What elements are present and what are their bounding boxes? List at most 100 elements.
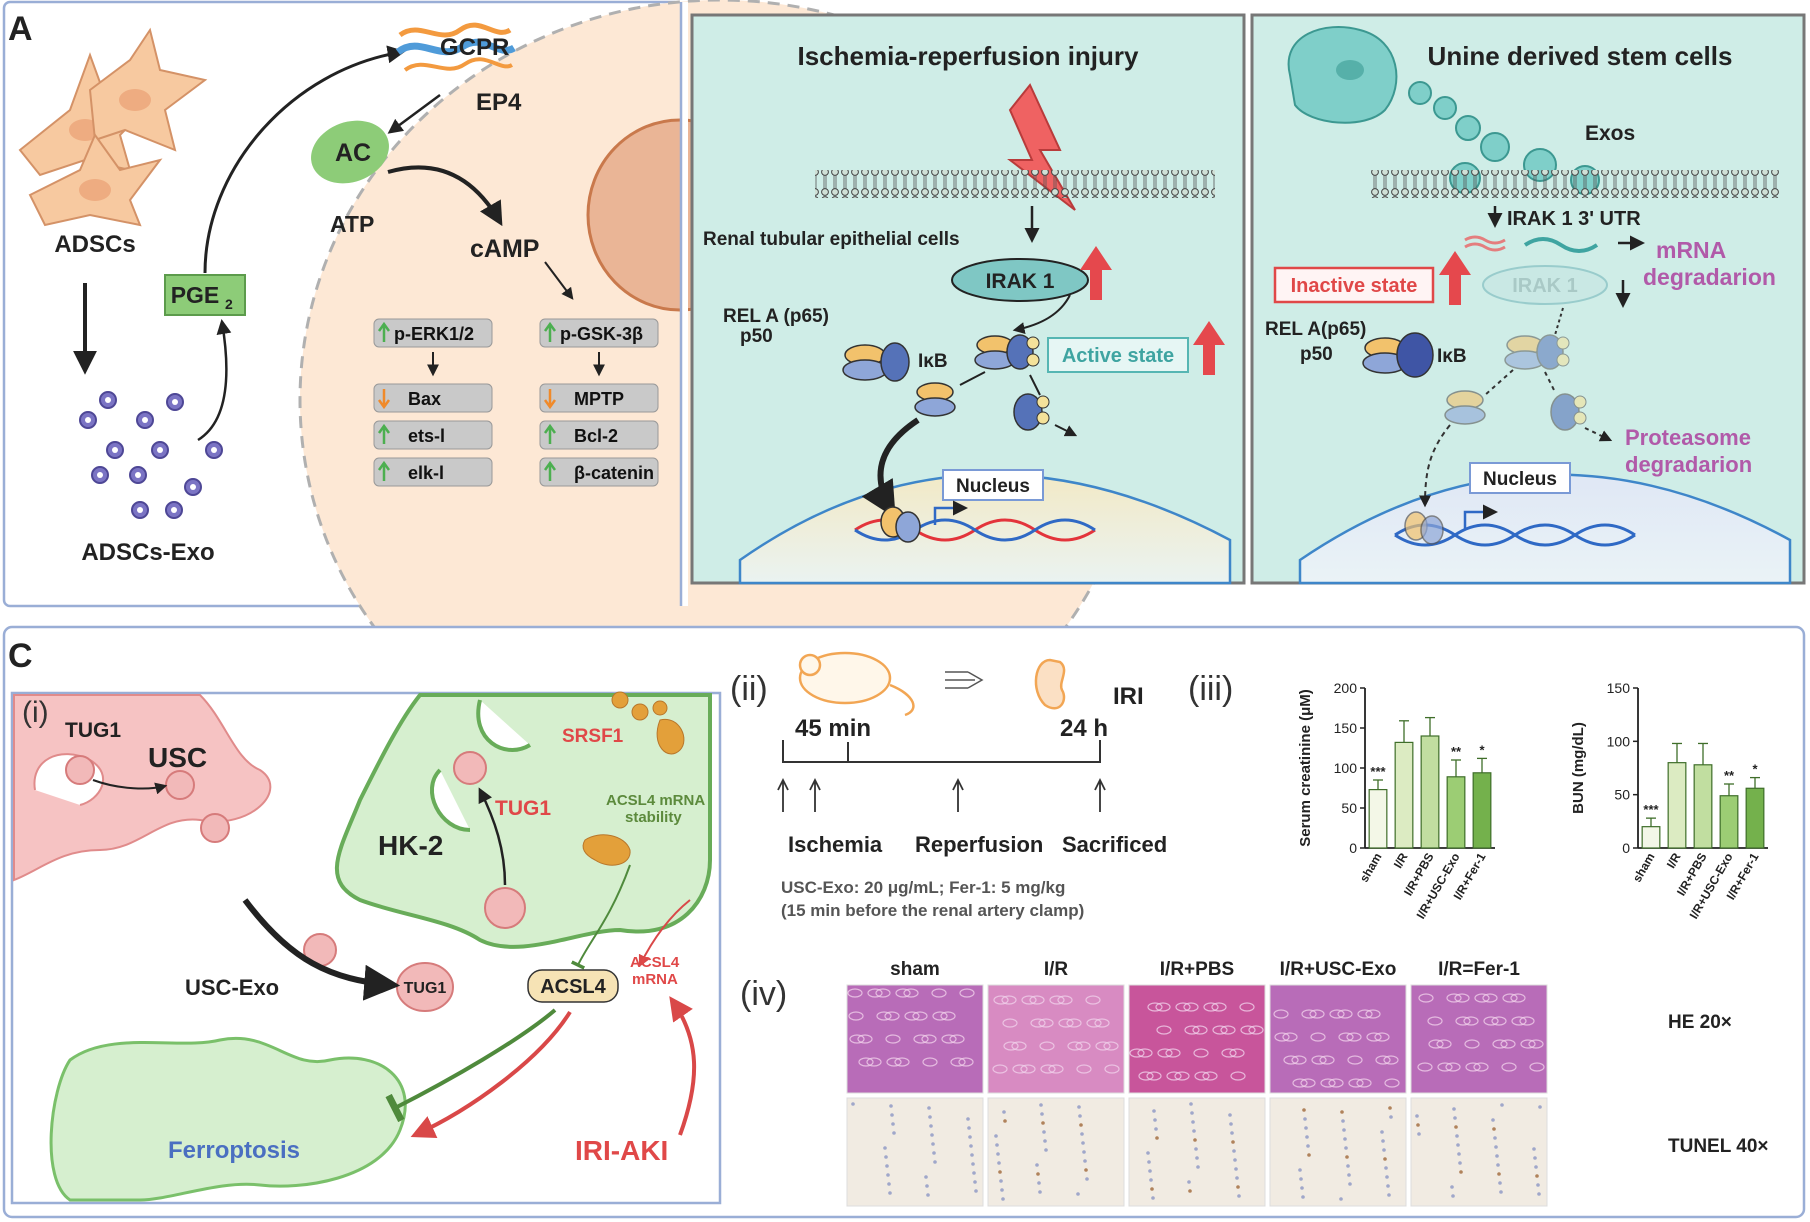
inactive-state-label: Inactive state <box>1291 275 1418 297</box>
tug1-ball-label: TUG1 <box>404 980 447 997</box>
free-ikb-icon <box>1013 393 1050 431</box>
camp-to-gsk-arrow <box>544 261 574 300</box>
ferroptosis-cell-shape <box>49 1036 407 1202</box>
ac-enzyme <box>311 120 389 184</box>
pathway-box <box>539 420 659 450</box>
irak1-label-right: IRAK 1 <box>1512 275 1578 297</box>
ikb-label-right: IκB <box>1437 346 1467 367</box>
ferroptosis-label: Ferroptosis <box>168 1137 300 1164</box>
dose-note-line2: (15 min before the renal artery clamp) <box>781 901 1084 920</box>
tunel-stain-image <box>1410 1097 1548 1207</box>
up-arrow-icon <box>543 423 557 444</box>
acsl4-mrna-line2: mRNA <box>632 971 678 988</box>
histology-column-label: I/R <box>1044 959 1069 980</box>
he-stain-image <box>987 984 1125 1094</box>
up-arrow-icon <box>377 423 391 444</box>
ikb-label-left: IκB <box>918 351 948 372</box>
he-stain-image <box>1269 984 1407 1094</box>
panel-c: C (i) TUG1 USC HK-2 TUG1 USC-Exo TUG1 SR… <box>2 625 1806 1219</box>
mirna-icon <box>1464 235 1506 252</box>
bar <box>1368 788 1388 849</box>
pathway-box <box>373 383 493 413</box>
phospho-complex-faded <box>1504 334 1570 370</box>
gcpr-label: GCPR <box>440 34 509 61</box>
tunel-stain-image <box>1269 1097 1407 1207</box>
pathway-box <box>373 420 493 450</box>
timeline-arrows <box>777 777 1106 812</box>
ischemia-label: Ischemia <box>788 832 883 857</box>
up-arrow-icon <box>543 321 557 342</box>
phospho-complex-icon <box>974 334 1040 370</box>
tunel-stain-image <box>987 1097 1125 1207</box>
y-axis-title: BUN (mg/dL) <box>1570 722 1587 814</box>
hk2-label: HK-2 <box>378 830 443 861</box>
pathway-label: ets-l <box>408 426 445 446</box>
exos-label: Exos <box>1585 122 1635 145</box>
camp-label: cAMP <box>470 235 539 263</box>
srsf1-label: SRSF1 <box>562 726 624 747</box>
pathway-label: p-GSK-3β <box>560 324 643 344</box>
bar <box>1641 826 1661 849</box>
panel-b: B Ischemia-reperfusion injury Renal tubu… <box>690 13 1806 585</box>
x-tick-label: I/R <box>1664 850 1684 871</box>
nucleus-label-left: Nucleus <box>956 476 1030 497</box>
significance-label: * <box>1752 762 1758 777</box>
down-arrow-icon <box>543 389 557 410</box>
tunel-stain-image <box>846 1097 984 1207</box>
kidney-icon <box>1034 658 1066 710</box>
histology-column-label: I/R+PBS <box>1160 959 1234 980</box>
mrna-strand-icon <box>1523 237 1599 253</box>
irak1-label-left: IRAK 1 <box>986 270 1055 293</box>
histology-column-label: I/R+USC-Exo <box>1280 959 1397 980</box>
acsl4-label: ACSL4 <box>540 976 606 998</box>
bar <box>1446 776 1466 849</box>
bar <box>1420 735 1440 849</box>
exosome-dots <box>79 391 223 519</box>
cell-membrane-left <box>815 170 1215 198</box>
pathway-label: p-ERK1/2 <box>394 324 474 344</box>
ci-label: (i) <box>22 696 49 729</box>
up-arrow-icon-2 <box>1193 321 1225 375</box>
bar <box>1693 764 1713 849</box>
y-axis-title: Serum creatinine (μM) <box>1297 689 1314 847</box>
sacrificed-label: Sacrificed <box>1062 832 1167 857</box>
pathway-label: MPTP <box>574 389 624 409</box>
pathway-box <box>539 383 659 413</box>
atp-to-camp-arrow <box>387 165 503 227</box>
histology-column-label: I/R=Fer-1 <box>1438 959 1520 980</box>
panel-a-gap <box>680 2 688 606</box>
ac-label: AC <box>335 139 371 167</box>
y-tick-label: 0 <box>1349 840 1357 856</box>
up-arrow-icon-3 <box>1439 251 1471 305</box>
bar <box>1667 762 1687 849</box>
inactive-state-box <box>1273 266 1435 304</box>
iri-aki-label: IRI-AKI <box>575 1135 668 1166</box>
timeline <box>782 740 1101 763</box>
nfkb-complex-icon <box>842 342 910 382</box>
proteasome-line1: Proteasome <box>1625 425 1751 450</box>
time-24h: 24 h <box>1060 715 1108 742</box>
irak-utr-label: IRAK 1 3' UTR <box>1507 208 1641 230</box>
y-tick-label: 200 <box>1334 680 1358 696</box>
gpcr-receptor-icon <box>395 22 516 72</box>
mouse-icon <box>798 651 915 717</box>
irak1-active-oval <box>951 258 1089 302</box>
nucleus-label-right: Nucleus <box>1483 469 1557 490</box>
pathway-label: β-catenin <box>574 463 654 483</box>
y-tick-label: 100 <box>1607 733 1631 749</box>
active-state-box <box>1047 337 1189 373</box>
tunel-row-label: TUNEL 40× <box>1668 1136 1769 1157</box>
acsl4-mrna-line1: ACSL4 <box>630 954 680 971</box>
pathway-label: Bax <box>408 389 441 409</box>
bar <box>1745 787 1765 849</box>
free-p50-p65-icon <box>914 382 956 417</box>
up-arrow-icon <box>377 321 391 342</box>
renal-cells-label: Renal tubular epithelial cells <box>703 229 960 250</box>
p50-label-left: p50 <box>740 326 773 347</box>
usc-exo-label: USC-Exo <box>185 975 279 1000</box>
ciii-label: (iii) <box>1188 670 1233 708</box>
panel-c-letter: C <box>8 637 33 675</box>
